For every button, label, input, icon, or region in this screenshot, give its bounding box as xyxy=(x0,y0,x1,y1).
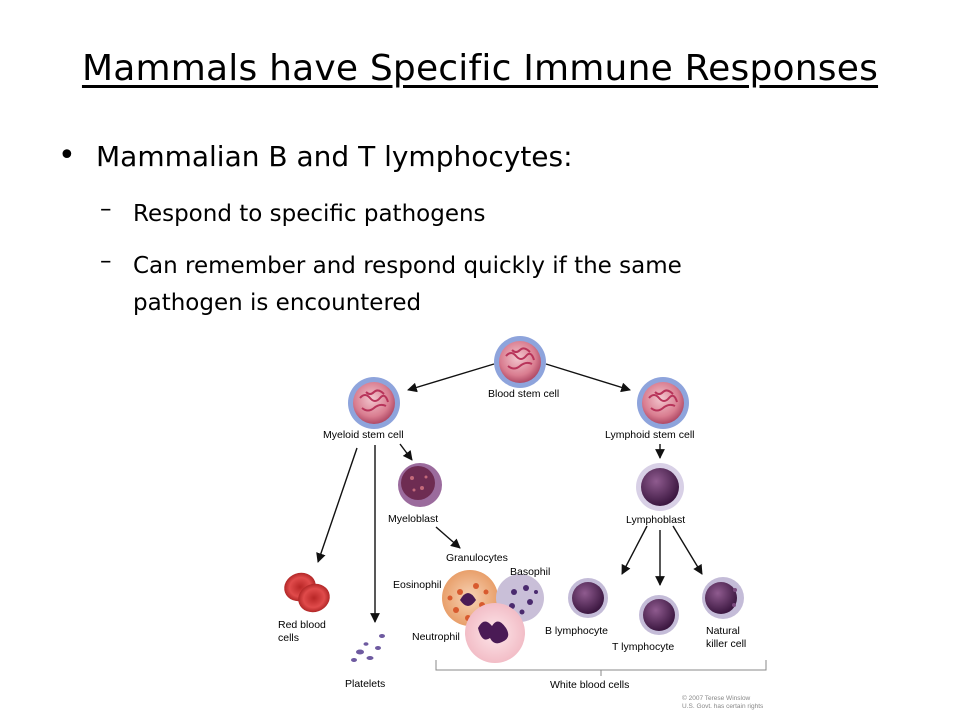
sub-bullet-2-text-cont: pathogen is encountered xyxy=(133,290,422,316)
credit-line-1: © 2007 Terese Winslow xyxy=(682,694,751,702)
slide-title: Mammals have Specific Immune Responses xyxy=(81,48,879,89)
platelets-label: Platelets xyxy=(345,678,385,690)
myeloblast-icon xyxy=(398,463,442,507)
bullet-dot-icon: • xyxy=(58,138,76,173)
red-blood-cells-label-2: cells xyxy=(278,632,299,644)
dash-icon: – xyxy=(100,248,112,274)
myeloblast-label: Myeloblast xyxy=(388,513,438,525)
granulocytes-label: Granulocytes xyxy=(446,552,508,564)
t-lymphocyte-label: T lymphocyte xyxy=(612,641,674,653)
arrow-to-red-blood-cells xyxy=(316,447,358,563)
lymphoblast-label: Lymphoblast xyxy=(626,514,685,526)
white-blood-cells-label: White blood cells xyxy=(550,679,629,691)
eosinophil-label: Eosinophil xyxy=(393,579,441,591)
myeloid-stem-cell-label: Myeloid stem cell xyxy=(323,429,404,441)
neutrophil-icon xyxy=(465,603,525,663)
lymphoid-stem-cell-label: Lymphoid stem cell xyxy=(605,429,694,441)
arrow-to-myeloid xyxy=(407,363,495,393)
arrow-to-lymphoid xyxy=(545,363,631,393)
platelets-icon xyxy=(351,634,385,662)
blood-cell-diagram: Blood stem cell Myeloid stem cell Lympho… xyxy=(278,336,767,710)
white-blood-cells-bracket xyxy=(435,660,767,671)
arrow-to-natural-killer xyxy=(672,525,703,575)
b-lymphocyte-label: B lymphocyte xyxy=(545,625,608,637)
natural-killer-label: Natural xyxy=(706,625,740,637)
sub-bullet-1-text: Respond to specific pathogens xyxy=(133,201,486,227)
lymphoblast-icon xyxy=(636,463,684,511)
lymphoid-stem-cell-icon xyxy=(637,377,689,429)
t-lymphocyte-icon xyxy=(639,595,679,635)
b-lymphocyte-icon xyxy=(568,578,608,618)
natural-killer-label-2: killer cell xyxy=(706,638,746,650)
arrow-to-b-lymphocyte xyxy=(621,525,648,575)
sub-bullet-2-text: Can remember and respond quickly if the … xyxy=(133,253,682,279)
natural-killer-cell-icon xyxy=(702,577,744,619)
dash-icon: – xyxy=(100,196,112,222)
arrow-to-myeloblast xyxy=(399,443,413,461)
arrow-to-granulocytes xyxy=(435,526,461,549)
red-blood-cells-label: Red blood xyxy=(278,619,326,631)
myeloid-stem-cell-icon xyxy=(348,377,400,429)
neutrophil-label: Neutrophil xyxy=(412,631,460,643)
credit-line-2: U.S. Govt. has certain rights xyxy=(682,703,764,710)
blood-stem-cell-icon xyxy=(494,336,546,388)
red-blood-cell-icon xyxy=(284,572,330,613)
basophil-label: Basophil xyxy=(510,566,550,578)
main-bullet-text: Mammalian B and T lymphocytes: xyxy=(96,140,573,173)
blood-stem-cell-label: Blood stem cell xyxy=(488,388,559,400)
